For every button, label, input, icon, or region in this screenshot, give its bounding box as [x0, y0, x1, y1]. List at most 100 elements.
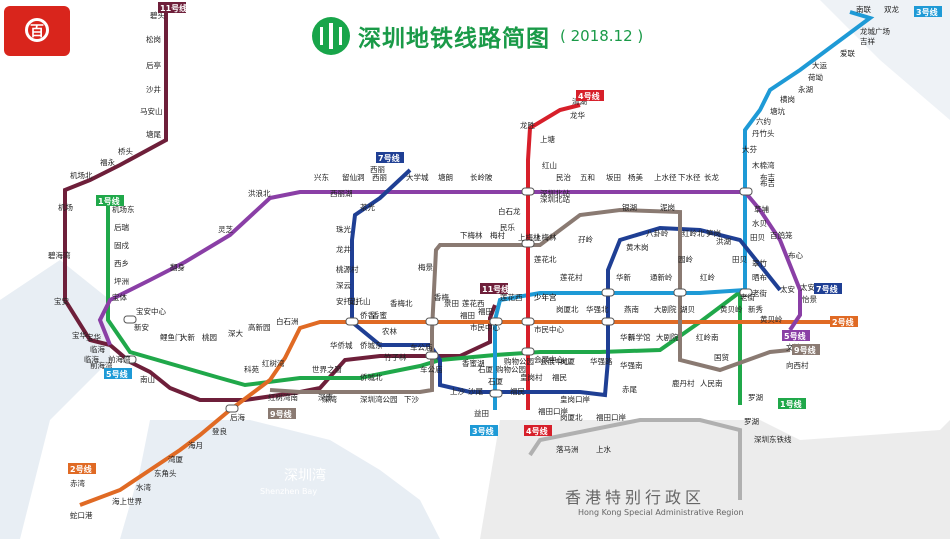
tag-line1b [778, 398, 806, 409]
station-label: 黄贝岭 [720, 304, 743, 314]
tag-line4b [524, 425, 552, 436]
station-label: 桥头 [118, 146, 133, 156]
station-label: 西丽 [370, 165, 385, 174]
station-label: 华新 [620, 332, 635, 342]
station-label: 黄木岗 [626, 242, 649, 252]
station-label: 双龙 [884, 4, 899, 14]
station-label: 新安 [134, 322, 149, 332]
station-label: 后亭 [146, 60, 161, 70]
station-label: 坪洲 [114, 277, 129, 286]
station-label: 永湖 [798, 84, 813, 94]
station-label: 鲤鱼门 [160, 332, 183, 342]
station-label: 大新 [180, 332, 195, 342]
station-label: 向西村 [786, 360, 809, 370]
station-label: 大剧院 [654, 304, 677, 314]
station-label: 西乡 [114, 259, 129, 268]
tag-line2 [68, 463, 96, 474]
station-label: 华强北 [586, 304, 609, 314]
station-label: 科学馆 [628, 332, 651, 342]
shenzhen-bay-label: 深圳湾 [284, 467, 326, 484]
station-label: 红山 [542, 160, 557, 170]
station-label: 宝华 [72, 330, 87, 340]
water-shenzhen-bay [120, 420, 440, 539]
map-title: 深圳地铁线路简图 ( 2018.12 ) [312, 16, 643, 56]
tag-line3b [470, 425, 498, 436]
station-label: 香梅北 [390, 298, 413, 308]
station-label: 临海 [90, 344, 105, 354]
station-label: 机场北 [70, 170, 93, 180]
station-label: 农林 [382, 326, 397, 336]
station-label: 侨城北 [360, 372, 383, 382]
station-label: 碧头 [150, 10, 165, 20]
tag-line1-text: 1号线 [98, 196, 120, 206]
app-icon[interactable]: 百 [4, 6, 70, 56]
station-label: 红树湾南 [268, 392, 298, 402]
station-label: 大芬 [742, 144, 757, 154]
tag-line2b [830, 316, 858, 327]
station-label: 深湾 [322, 394, 337, 404]
line-11 [63, 12, 497, 402]
metro-logo-icon [312, 17, 350, 55]
station-label: 碧海湾 [48, 250, 71, 260]
station-label: 皇岗村 [520, 372, 543, 382]
station-label: 深康 [318, 392, 333, 402]
station-label: 购物公园 [496, 364, 526, 374]
station-label: 留仙洞 [342, 172, 365, 182]
station-label: 百鸽笼 [770, 230, 793, 240]
station-label: 上塘 [540, 134, 555, 144]
tag-line9-text: 9号线 [270, 409, 292, 419]
station-label: 湖贝 [680, 305, 695, 314]
station-label: 大运 [812, 60, 827, 70]
station-label: 马安山 [140, 106, 163, 116]
station-label: 侨城东 [360, 340, 383, 350]
station-label: 会展中心 [540, 356, 570, 366]
station-label: 市民中心 [534, 324, 564, 334]
station-label: 下梅林 [460, 230, 483, 240]
station-label: 安托山 [336, 296, 359, 306]
station-label: 洪湖 [716, 236, 731, 246]
station-label: 福民 [510, 387, 525, 396]
station-label: 岗厦北 [560, 413, 583, 422]
line-3 [493, 10, 875, 410]
station-label: 龙华 [570, 110, 585, 120]
station-label: 上水 [596, 444, 611, 454]
tag-line11-text: 11号线 [160, 3, 187, 13]
station-label: 布心 [788, 250, 803, 260]
station-label: 沙井 [146, 84, 161, 94]
station-label: 白石龙 [498, 206, 521, 216]
station-label: 车公庙 [420, 364, 443, 374]
station-label: 深圳湾公园 [360, 394, 398, 404]
station-labels: 碧头松岗后亭沙井马安山塘尾桥头福永机场北机场碧海湾宝安宝华临海前海湾南山后海红树… [48, 4, 899, 520]
station-label: 木棉湾 [752, 160, 775, 170]
title-text: 深圳地铁线路简图 [358, 26, 550, 52]
station-label: 上梅林 [518, 232, 541, 242]
station-label: 华新 [616, 272, 631, 282]
station-label: 宝体 [112, 292, 127, 302]
station-label: 荷坳 [808, 72, 823, 82]
station-label: 西丽 [372, 173, 387, 182]
station-label: 深大 [228, 328, 243, 338]
station-label: 六约 [756, 116, 771, 126]
station-label: 华强路 [590, 356, 613, 366]
station-label: 大剧院 [656, 332, 679, 342]
station-label: 爱联 [840, 49, 855, 58]
station-label: 科苑 [244, 364, 259, 374]
station-label: 岗厦 [560, 357, 575, 366]
station-label: 蛇口港 [70, 510, 93, 520]
station-label: 莲花村 [560, 272, 583, 282]
station-label: 长岭陂 [470, 172, 493, 182]
station-label: 晒布 [752, 272, 767, 282]
station-label: 红岭 [700, 272, 715, 282]
station-label: 上梅林 [534, 232, 557, 242]
station-label: 坂田 [606, 172, 621, 182]
station-label: 景田 [444, 299, 459, 308]
station-label: 草埔 [754, 204, 769, 214]
station-label: 塘朗 [438, 172, 453, 182]
station-label: 上沙 [450, 387, 465, 396]
station-label: 落马洲 [556, 444, 579, 454]
station-label: 老街 [752, 288, 767, 298]
station-label: 怡景 [802, 294, 817, 304]
station-label: 桃源村 [336, 264, 359, 274]
station-label: 鹿丹村 [672, 378, 695, 388]
station-label: 洪浪北 [248, 188, 271, 198]
